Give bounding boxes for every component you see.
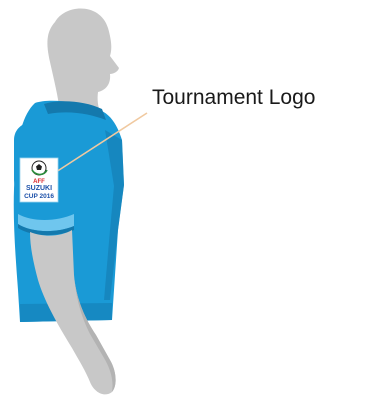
badge-line-2: SUZUKI [26,185,52,192]
badge-line-3: CUP 2016 [24,193,54,200]
callout-label: Tournament Logo [152,86,315,110]
tournament-logo-badge: AFF SUZUKI CUP 2016 [20,158,58,202]
mannequin-head [47,8,119,112]
